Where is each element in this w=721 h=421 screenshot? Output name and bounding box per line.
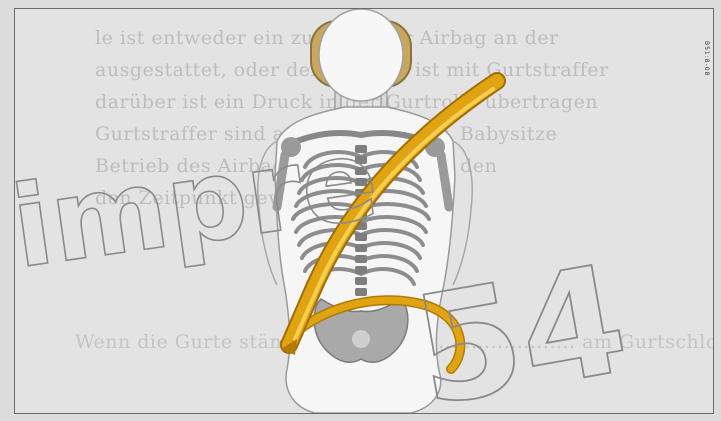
seatbelt-skeleton-illustration: impre 54	[15, 9, 714, 414]
vertebra	[355, 277, 367, 285]
vertebra	[355, 288, 367, 296]
head	[319, 9, 403, 101]
side-code: B51:8-08	[703, 41, 710, 76]
vertebra	[355, 255, 367, 263]
sacrum	[352, 330, 370, 348]
vertebra	[355, 266, 367, 274]
illustration-frame: le ist entweder ein zusätzlicher Airbag …	[14, 8, 714, 414]
